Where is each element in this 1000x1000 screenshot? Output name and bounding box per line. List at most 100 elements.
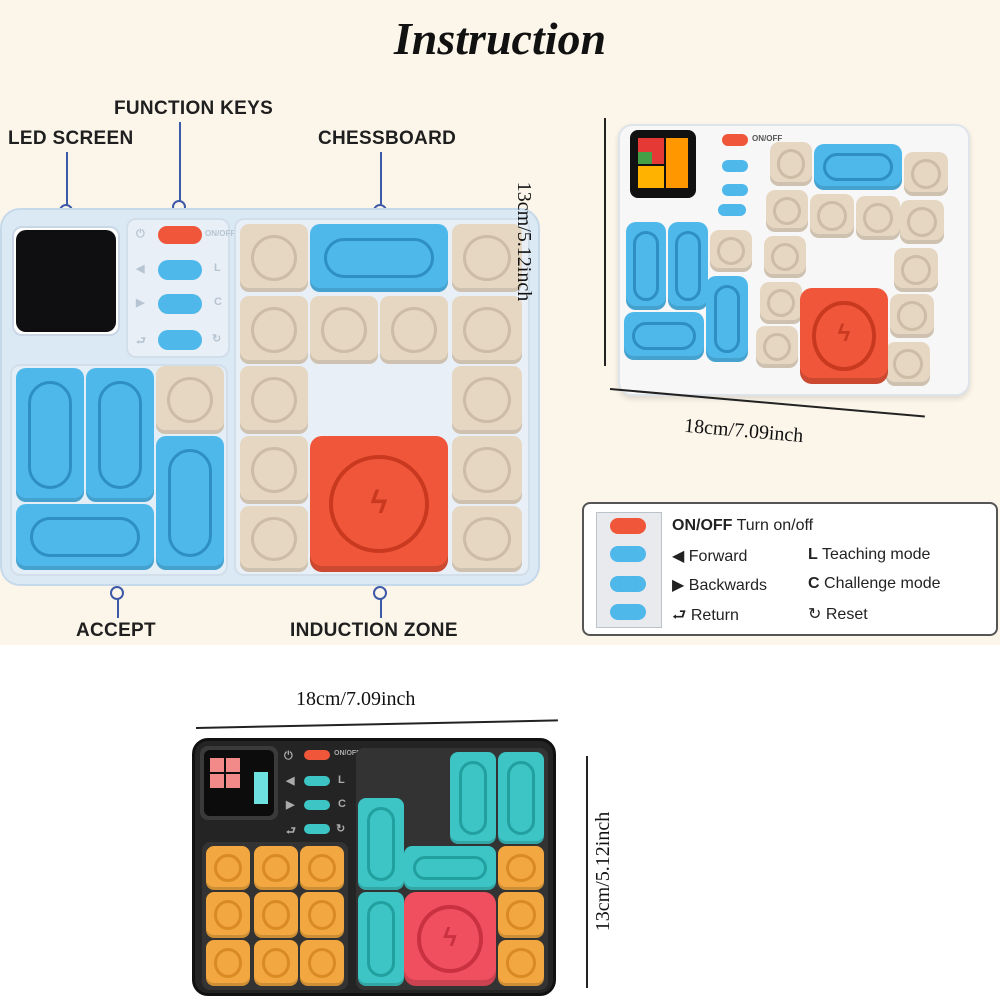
legend-return-key (610, 604, 646, 620)
vertical-block[interactable] (16, 368, 84, 502)
legend-reset: ↻ Reset (808, 604, 868, 624)
backward-key[interactable] (304, 800, 330, 810)
square-tile[interactable] (206, 940, 250, 986)
challenge-mode-label: C (214, 296, 222, 308)
callout-led-screen: LED SCREEN (8, 128, 134, 149)
vertical-block[interactable] (668, 222, 708, 310)
square-tile[interactable] (380, 296, 448, 364)
dimension-line (604, 118, 606, 366)
forward-key[interactable] (304, 776, 330, 786)
power-icon: ⏻ (136, 228, 145, 240)
return-key[interactable] (158, 330, 202, 350)
on-off-key[interactable] (722, 134, 748, 146)
callout-chessboard: CHESSBOARD (318, 128, 457, 149)
square-tile[interactable] (810, 194, 854, 238)
vertical-block[interactable] (450, 752, 496, 844)
callout-induction-zone: INDUCTION ZONE (290, 620, 458, 641)
square-tile[interactable] (452, 296, 522, 364)
forward-key[interactable] (722, 160, 748, 172)
square-tile[interactable] (452, 224, 522, 292)
legend-forward-key (610, 546, 646, 562)
page-title: Instruction (393, 13, 607, 64)
square-tile[interactable] (498, 846, 544, 890)
legend-backwards-label: Backwards (688, 577, 768, 594)
square-tile[interactable] (498, 940, 544, 986)
square-tile[interactable] (894, 248, 938, 292)
square-tile[interactable] (300, 892, 344, 938)
callout-accept: ACCEPT (76, 620, 156, 641)
backward-key[interactable] (158, 294, 202, 314)
teaching-mode-label: L (214, 262, 221, 274)
square-tile[interactable] (300, 940, 344, 986)
square-tile[interactable] (452, 366, 522, 434)
on-off-key[interactable] (158, 226, 202, 244)
return-key[interactable] (718, 204, 746, 216)
forward-key[interactable] (158, 260, 202, 280)
square-tile[interactable] (240, 224, 308, 292)
square-tile[interactable] (240, 366, 308, 434)
legend-return-label: Return (690, 607, 739, 624)
target-red-block[interactable]: ϟ (404, 892, 496, 986)
on-off-label: ON/OFF (334, 750, 361, 757)
vertical-block[interactable] (358, 798, 404, 890)
horizontal-block[interactable] (310, 224, 448, 292)
target-red-block[interactable]: ϟ (800, 288, 888, 384)
vertical-block[interactable] (86, 368, 154, 502)
vertical-block[interactable] (706, 276, 748, 362)
on-off-label: ON/OFF (752, 134, 783, 143)
square-tile[interactable] (760, 282, 802, 324)
horizontal-block[interactable] (624, 312, 704, 360)
square-tile[interactable] (240, 296, 308, 364)
vertical-block[interactable] (358, 892, 404, 986)
square-tile[interactable] (452, 436, 522, 504)
square-tile[interactable] (254, 846, 298, 890)
backward-icon: ▶ (136, 297, 145, 309)
square-tile[interactable] (240, 436, 308, 504)
square-tile[interactable] (856, 196, 900, 240)
square-tile[interactable] (890, 294, 934, 338)
square-tile[interactable] (766, 190, 808, 232)
square-tile[interactable] (206, 892, 250, 938)
square-tile[interactable] (156, 366, 224, 434)
reset-icon: ↻ (212, 333, 222, 345)
vertical-block[interactable] (626, 222, 666, 310)
return-key[interactable] (304, 824, 330, 834)
reset-icon: ↻ (808, 606, 822, 623)
reset-icon: ↻ (336, 823, 346, 835)
square-tile[interactable] (498, 892, 544, 938)
square-tile[interactable] (254, 892, 298, 938)
square-tile[interactable] (756, 326, 798, 368)
legend-forward-label: Forward (688, 548, 748, 565)
legend-on-off-key-label: ON/OFF (672, 517, 733, 534)
horizontal-block[interactable] (814, 144, 902, 190)
square-tile[interactable] (452, 506, 522, 572)
horizontal-block[interactable] (16, 504, 154, 570)
square-tile[interactable] (904, 152, 948, 196)
backward-icon: ▶ (672, 577, 685, 594)
legend-backwards: ▶ Backwards (672, 575, 767, 595)
square-tile[interactable] (886, 342, 930, 386)
square-tile[interactable] (254, 940, 298, 986)
square-tile[interactable] (240, 506, 308, 572)
square-tile[interactable] (764, 236, 806, 278)
square-tile[interactable] (770, 142, 812, 186)
square-tile[interactable] (900, 200, 944, 244)
square-tile[interactable] (206, 846, 250, 890)
backward-key[interactable] (722, 184, 748, 196)
on-off-key[interactable] (304, 750, 330, 760)
vertical-block[interactable] (156, 436, 224, 570)
teaching-mode-icon: L (808, 546, 818, 563)
return-icon: ⮐ (286, 825, 296, 837)
horizontal-block[interactable] (404, 846, 496, 890)
leader-line (380, 152, 382, 208)
led-screen (204, 750, 274, 816)
legend-teaching-label: Teaching mode (821, 546, 931, 563)
led-screen (16, 230, 116, 332)
vertical-block[interactable] (498, 752, 544, 844)
square-tile[interactable] (710, 230, 752, 272)
dimension-height-label: 13cm/5.12inch (592, 811, 615, 932)
legend-challenge-label: Challenge mode (824, 575, 941, 592)
target-red-block[interactable]: ϟ (310, 436, 448, 572)
square-tile[interactable] (300, 846, 344, 890)
square-tile[interactable] (310, 296, 378, 364)
